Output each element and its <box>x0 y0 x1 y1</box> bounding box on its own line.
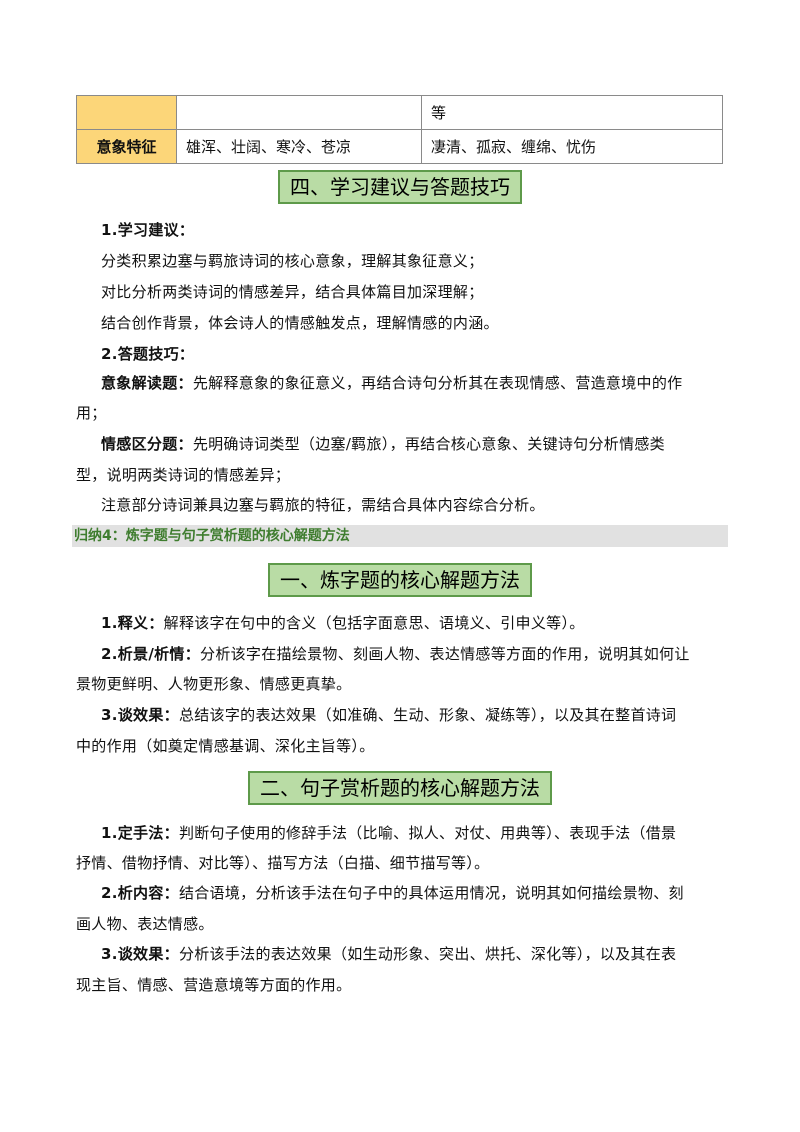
table-cell: 凄清、孤寂、缠绵、忧伤 <box>421 129 723 164</box>
term-label: 意象解读题： <box>101 374 193 392</box>
table-cell <box>176 95 422 130</box>
paragraph-line: 用； <box>76 404 107 422</box>
paragraph-line: 意象解读题：先解释意象的象征意义，再结合诗句分析其在表现情感、营造意境中的作 <box>101 372 682 394</box>
term-text: 结合语境，分析该手法在句子中的具体运用情况，说明其如何描绘景物、刻 <box>178 884 684 902</box>
subheading: 2.答题技巧： <box>101 345 195 363</box>
paragraph-line: 1.释义：解释该字在句中的含义（包括字面意思、语境义、引申义等）。 <box>101 612 585 634</box>
term-text: 先明确诗词类型（边塞/羁旅），再结合核心意象、关键诗句分析情感类 <box>192 435 665 453</box>
paragraph-line: 2.析内容：结合语境，分析该手法在句子中的具体运用情况，说明其如何描绘景物、刻 <box>101 882 684 904</box>
paragraph-line: 分类积累边塞与羁旅诗词的核心意象，理解其象征意义； <box>101 252 484 270</box>
term-text: 分析该手法的表达效果（如生动形象、突出、烘托、深化等），以及其在表 <box>178 945 677 963</box>
paragraph-line: 注意部分诗词兼具边塞与羁旅的特征，需结合具体内容综合分析。 <box>101 496 545 514</box>
section-heading: 四、学习建议与答题技巧 <box>278 170 522 204</box>
paragraph-line: 2.析景/析情：分析该字在描绘景物、刻画人物、表达情感等方面的作用，说明其如何让 <box>101 643 690 665</box>
category-bar: 归纳4：炼字题与句子赏析题的核心解题方法 <box>72 525 728 547</box>
table-row-header: 意象特征 <box>76 129 177 164</box>
paragraph-line: 结合创作背景，体会诗人的情感触发点，理解情感的内涵。 <box>101 314 499 332</box>
term-text: 先解释意象的象征意义，再结合诗句分析其在表现情感、营造意境中的作 <box>192 374 683 392</box>
paragraph-line: 3.谈效果：分析该手法的表达效果（如生动形象、突出、烘托、深化等），以及其在表 <box>101 943 676 965</box>
table-row: 意象特征 雄浑、壮阔、寒冷、苍凉 凄清、孤寂、缠绵、忧伤 <box>76 129 723 164</box>
term-label: 情感区分题： <box>101 435 193 453</box>
paragraph-line: 情感区分题：先明确诗词类型（边塞/羁旅），再结合核心意象、关键诗句分析情感类 <box>101 433 665 455</box>
term-text: 分析该字在描绘景物、刻画人物、表达情感等方面的作用，说明其如何让 <box>200 645 690 663</box>
paragraph-line: 现主旨、情感、营造意境等方面的作用。 <box>76 976 352 994</box>
paragraph-line: 景物更鲜明、人物更形象、情感更真挚。 <box>76 675 352 693</box>
table-cell: 雄浑、壮阔、寒冷、苍凉 <box>176 129 422 164</box>
paragraph-line: 中的作用（如奠定情感基调、深化主旨等）。 <box>76 737 375 755</box>
paragraph-line: 3.谈效果：总结该字的表达效果（如准确、生动、形象、凝练等），以及其在整首诗词 <box>101 704 676 726</box>
term-label: 3.谈效果： <box>101 706 179 724</box>
paragraph-line: 型，说明两类诗词的情感差异； <box>76 466 291 484</box>
term-label: 2.析景/析情： <box>101 645 201 663</box>
subheading: 1.学习建议： <box>101 221 195 239</box>
paragraph-line: 1.定手法：判断句子使用的修辞手法（比喻、拟人、对仗、用典等）、表现手法（借景 <box>101 822 676 844</box>
section-heading: 一、炼字题的核心解题方法 <box>268 563 532 597</box>
term-text: 总结该字的表达效果（如准确、生动、形象、凝练等），以及其在整首诗词 <box>178 706 677 724</box>
term-label: 2.析内容： <box>101 884 179 902</box>
term-label: 3.谈效果： <box>101 945 179 963</box>
term-text: 解释该字在句中的含义（包括字面意思、语境义、引申义等）。 <box>163 614 585 632</box>
paragraph-line: 对比分析两类诗词的情感差异，结合具体篇目加深理解； <box>101 283 484 301</box>
term-label: 1.定手法： <box>101 824 179 842</box>
term-label: 1.释义： <box>101 614 164 632</box>
paragraph-line: 画人物、表达情感。 <box>76 915 214 933</box>
table-cell: 等 <box>421 95 723 130</box>
section-heading: 二、句子赏析题的核心解题方法 <box>248 771 552 805</box>
imagery-comparison-table: 等 意象特征 雄浑、壮阔、寒冷、苍凉 凄清、孤寂、缠绵、忧伤 <box>76 95 723 164</box>
term-text: 判断句子使用的修辞手法（比喻、拟人、对仗、用典等）、表现手法（借景 <box>178 824 677 842</box>
paragraph-line: 抒情、借物抒情、对比等）、描写方法（白描、细节描写等）。 <box>76 854 490 872</box>
table-row: 等 <box>76 95 723 130</box>
table-row-header <box>76 95 177 130</box>
